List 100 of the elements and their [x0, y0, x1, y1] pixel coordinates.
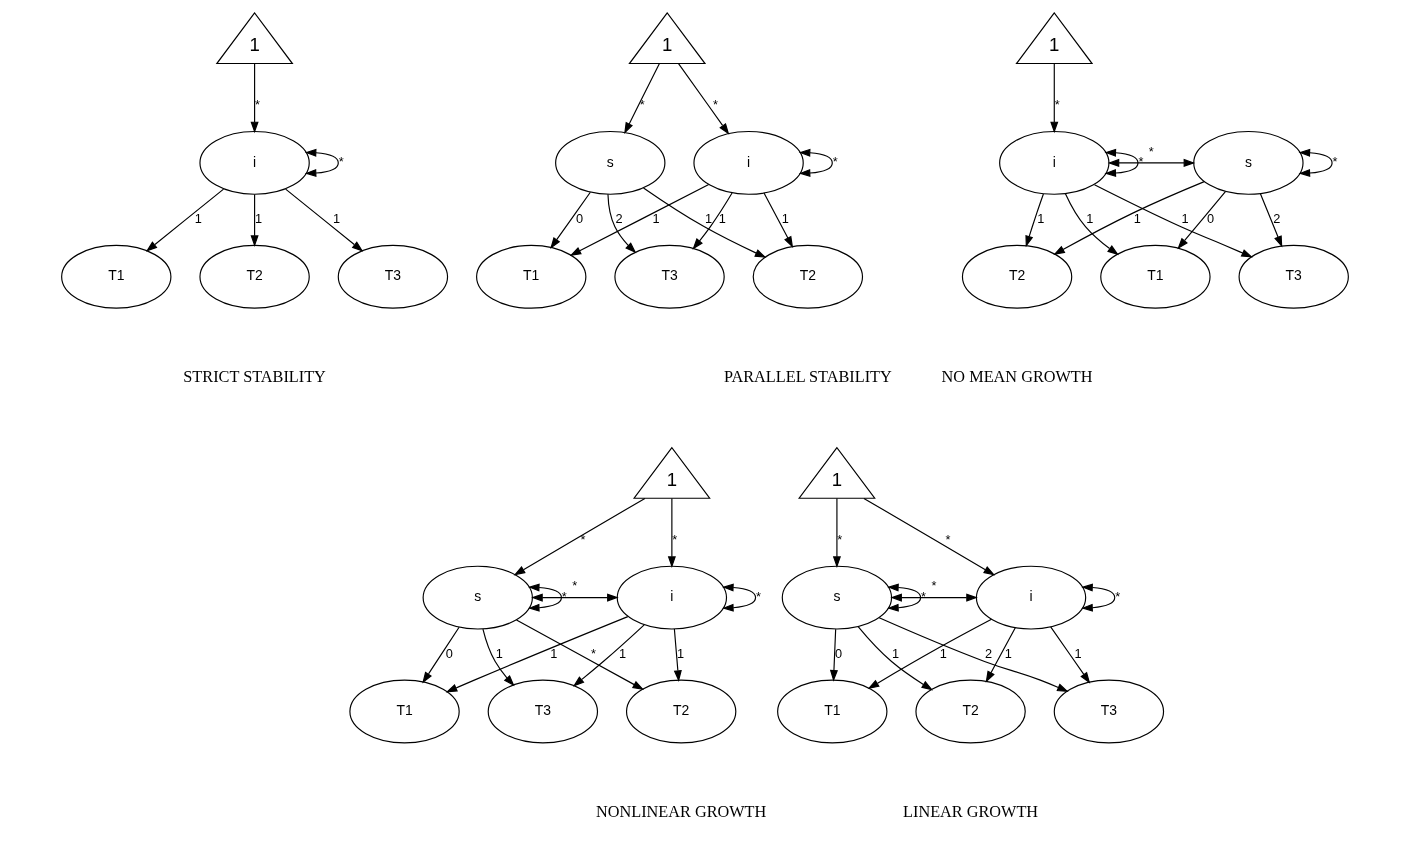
arrow — [1064, 193, 1119, 256]
arrow — [421, 626, 460, 684]
node-ellipse: T3 — [337, 244, 448, 309]
arrow — [284, 188, 363, 252]
arrow — [1103, 148, 1139, 178]
arrow — [1298, 148, 1333, 178]
arrow — [985, 627, 1016, 683]
edge-label: * — [338, 154, 344, 170]
edge-label: 1 — [891, 645, 899, 661]
arrow — [1107, 158, 1195, 167]
label: NONLINEAR GROWTH — [595, 802, 766, 821]
edge-label: 1 — [939, 645, 947, 661]
edge-label: 1 — [704, 211, 712, 227]
arrow — [1176, 191, 1226, 250]
arrow — [606, 193, 636, 254]
edge-label: 1 — [652, 211, 660, 227]
edge-label: 1 — [676, 645, 684, 661]
edge-label: 1 — [718, 211, 726, 227]
edge-label: * — [712, 97, 718, 113]
edge-label: * — [832, 154, 838, 170]
node-ellipse: i — [998, 130, 1109, 195]
edge-label: * — [1114, 588, 1120, 604]
arrow — [481, 628, 515, 687]
edge-label: 1 — [254, 211, 262, 227]
node-ellipse: i — [692, 130, 804, 195]
edge-label: * — [920, 588, 926, 604]
node-ellipse: i — [198, 130, 310, 195]
arrow — [721, 583, 756, 612]
edge-label: * — [671, 531, 677, 547]
edge-label: 1 — [781, 211, 789, 227]
arrow — [145, 188, 224, 252]
edge-label: * — [1137, 154, 1143, 170]
edge-label: * — [755, 588, 761, 604]
edge-label: 1 — [194, 211, 202, 227]
edge-label: 1 — [495, 645, 503, 661]
node-ellipse: s — [554, 130, 665, 195]
node-ellipse: T2 — [198, 244, 310, 309]
arrow — [572, 624, 645, 687]
label: STRICT STABILITY — [182, 368, 326, 387]
edge-label: * — [1148, 143, 1154, 159]
arrow — [642, 187, 766, 258]
edge-label: * — [579, 531, 585, 547]
label: PARALLEL STABILITY — [723, 368, 892, 387]
arrow — [304, 148, 339, 178]
edge-label: * — [254, 97, 260, 113]
node-ellipse: T3 — [487, 679, 598, 744]
edge-label: * — [639, 97, 645, 113]
edge-label: * — [1054, 97, 1060, 113]
arrow — [889, 593, 978, 602]
edge-label: 1 — [1133, 211, 1141, 227]
edge-label: 0 — [575, 211, 583, 227]
edge-label: * — [836, 531, 842, 547]
arrow — [515, 619, 644, 691]
label: NO MEAN GROWTH — [941, 368, 1093, 387]
edge-label: * — [561, 588, 567, 604]
arrow — [878, 617, 1069, 692]
arrow — [1259, 193, 1282, 248]
node-ellipse: T1 — [60, 244, 171, 309]
arrow — [250, 194, 259, 247]
arrow — [832, 497, 841, 568]
edge-label: * — [930, 578, 936, 594]
arrow — [1093, 184, 1253, 258]
arrow — [667, 497, 676, 568]
edge-label: 0 — [1206, 211, 1214, 227]
arrow — [1049, 63, 1058, 134]
arrow — [673, 628, 682, 682]
arrow — [250, 63, 259, 134]
arrow — [445, 616, 628, 693]
arrow — [798, 148, 833, 178]
node-ellipse: i — [616, 565, 727, 630]
edge-label: 1 — [1004, 645, 1012, 661]
edge-label: 1 — [332, 211, 340, 227]
node-ellipse: s — [781, 565, 892, 630]
node-ellipse: s — [1192, 130, 1304, 195]
label: LINEAR GROWTH — [902, 802, 1038, 821]
edge-label: 1 — [1074, 645, 1082, 661]
arrow — [857, 626, 933, 691]
edge-label: * — [590, 645, 596, 661]
edge-label: 1 — [549, 645, 557, 661]
arrow — [886, 583, 921, 612]
edge-label: 2 — [984, 645, 992, 661]
edge-label: 0 — [834, 645, 842, 661]
arrow — [569, 183, 709, 256]
arrow — [527, 583, 562, 612]
arrow — [867, 618, 992, 690]
edge-label: 1 — [1180, 211, 1189, 227]
arrow — [1049, 626, 1090, 684]
arrow — [677, 63, 729, 135]
arrow — [513, 497, 645, 576]
edge-label: 2 — [614, 211, 623, 227]
arrow — [691, 192, 733, 250]
arrow — [549, 191, 591, 249]
arrow — [1080, 583, 1115, 612]
edge-label: * — [944, 531, 950, 547]
arrow — [623, 63, 660, 134]
arrow — [762, 192, 793, 248]
edge-label: * — [571, 578, 577, 594]
arrow — [530, 593, 619, 602]
edge-label: 2 — [1272, 211, 1280, 227]
edge-label: 1 — [1085, 211, 1093, 227]
